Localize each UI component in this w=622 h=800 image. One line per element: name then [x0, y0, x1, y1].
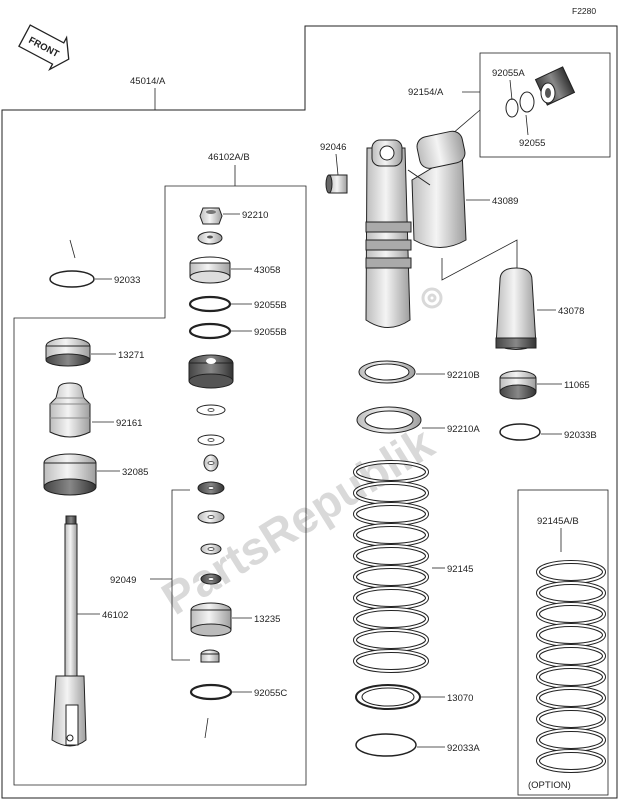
watermark-gear-icon	[421, 287, 443, 309]
collar-43058	[189, 256, 231, 284]
watermark: PartsRepublik	[153, 416, 443, 624]
label-92154A: 92154/A	[408, 87, 444, 98]
figure-code: F2280	[572, 6, 596, 16]
assembly-frame	[1, 25, 618, 799]
reservoir-cap-43078	[495, 267, 537, 350]
label-92210B: 92210B	[447, 370, 480, 381]
washer-top	[197, 231, 223, 245]
air-valve-part	[505, 66, 576, 118]
label-11065: 11065	[564, 380, 590, 391]
label-13271: 13271	[118, 350, 144, 361]
oring-92055B-1	[188, 295, 232, 313]
label-92145: 92145	[447, 564, 473, 575]
label-92055C: 92055C	[254, 688, 287, 699]
label-43058: 43058	[254, 265, 280, 276]
dust-seal-32085	[43, 453, 97, 496]
valve-box	[479, 52, 611, 158]
label-92033B: 92033B	[564, 430, 597, 441]
locknut-92210B	[358, 360, 416, 384]
bushing-92046	[325, 174, 348, 194]
label-32085: 32085	[122, 467, 148, 478]
label-13070: 13070	[447, 693, 473, 704]
circlip-92033A	[355, 733, 417, 757]
label-92210A: 92210A	[447, 424, 480, 435]
spring-92145AB	[536, 560, 606, 773]
nut-92210	[199, 207, 223, 225]
bump-stop-92161	[49, 382, 91, 438]
cap-13271	[45, 337, 91, 367]
label-92055B-1: 92055B	[254, 300, 287, 311]
oring-92055C	[189, 683, 233, 701]
label-92145AB: 92145A/B	[537, 516, 579, 527]
front-direction-badge: FRONT	[18, 24, 70, 71]
circlip-92033	[49, 270, 95, 288]
piston-rod-46102	[51, 515, 87, 747]
label-92046: 92046	[320, 142, 346, 153]
oring-92055B-2	[188, 322, 232, 340]
label-92055: 92055	[519, 138, 545, 149]
label-92161: 92161	[116, 418, 142, 429]
shock-body-43089	[365, 130, 467, 328]
locknut-92210A	[356, 406, 422, 434]
option-frame	[517, 489, 609, 796]
label-46102AB: 46102A/B	[208, 152, 250, 163]
label-92055A: 92055A	[492, 68, 525, 79]
seal-11065	[499, 370, 537, 400]
spring-seat-13070	[355, 684, 421, 710]
label-43089: 43089	[492, 196, 518, 207]
piston-nut	[200, 649, 220, 663]
label-92210: 92210	[242, 210, 268, 221]
circlip-92033B	[499, 423, 541, 441]
label-43078: 43078	[558, 306, 584, 317]
spring-92145	[353, 460, 429, 673]
label-92049: 92049	[110, 575, 136, 586]
shim-stack	[196, 404, 226, 585]
label-45014A: 45014/A	[130, 76, 166, 87]
option-note: (OPTION)	[528, 780, 571, 791]
label-46102: 46102	[102, 610, 128, 621]
subassembly-frame	[13, 185, 307, 786]
label-92033: 92033	[114, 275, 140, 286]
rebound-seal	[188, 354, 234, 389]
label-92055B-2: 92055B	[254, 327, 287, 338]
piston-13235	[190, 602, 232, 637]
label-13235: 13235	[254, 614, 280, 625]
label-92033A: 92033A	[447, 743, 480, 754]
